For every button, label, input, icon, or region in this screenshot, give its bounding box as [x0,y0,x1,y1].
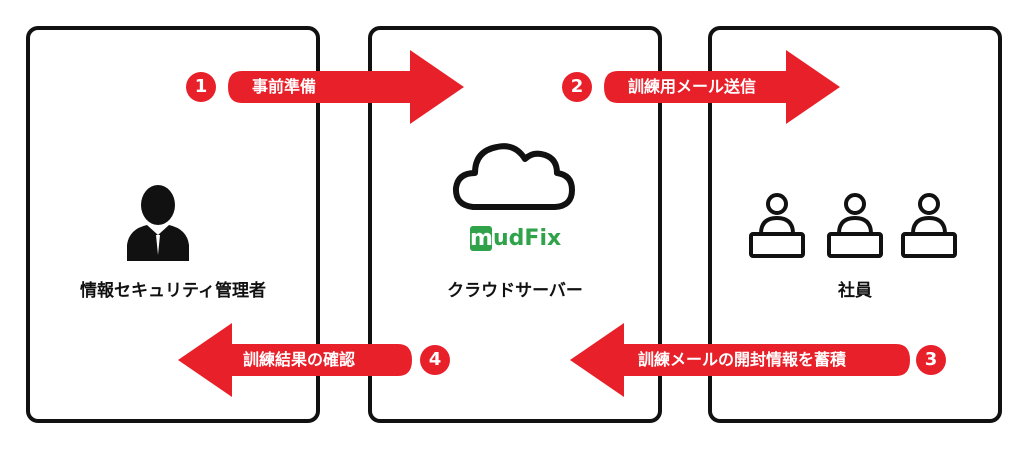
logo-mark: m [470,226,493,251]
employees-label: 社員 [838,281,872,301]
admin-label: 情報セキュリティ管理者 [80,281,266,301]
logo-text: udFix [493,226,562,251]
cloud-icon [452,143,575,210]
server-label: クラウドサーバー [447,281,583,301]
step-2-label: 訓練用メール送信 [628,77,757,96]
employees-at-desk-icon [749,193,957,258]
mudfix-logo: mudFix [470,226,561,251]
step-1-label: 事前準備 [252,77,317,96]
admin-person-icon [127,185,189,261]
step-1-arrow [228,50,464,124]
step-4-arrow [178,323,412,397]
step-3-badge: 3 [916,345,946,375]
step-3-arrow [570,323,910,397]
step-3-label: 訓練メールの開封情報を蓄積 [638,350,847,369]
step-2-arrow [604,50,840,124]
step-4-label: 訓練結果の確認 [243,350,356,369]
step-4-badge: 4 [420,345,450,375]
step-2-badge: 2 [562,72,592,102]
step-1-badge: 1 [186,72,216,102]
